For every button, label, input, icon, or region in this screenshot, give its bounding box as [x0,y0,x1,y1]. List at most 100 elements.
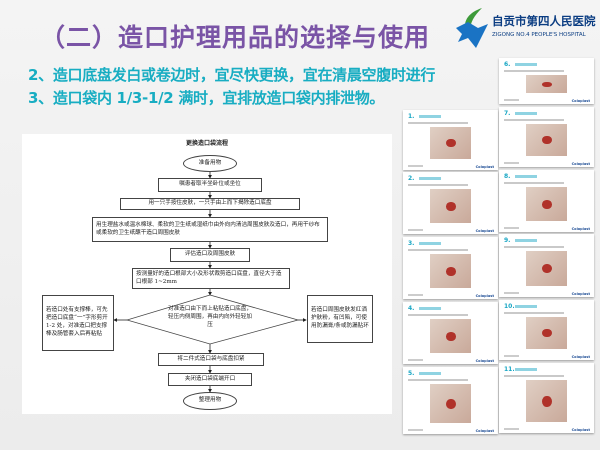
flow-start: 准备用物 [183,155,237,172]
step-card-heading [515,112,537,115]
step-card-text [504,182,564,184]
step-card-text [408,314,468,316]
step-card-text [504,312,564,314]
hospital-name-cn: 自贡市第四人民医院 [492,14,596,28]
step-card-number: 9. [504,237,511,244]
step-card-heading [515,63,537,66]
hospital-logo: 自贡市第四人民医院 ZIGONG NO.4 PEOPLE'S HOSPITAL [448,8,600,48]
flow-step-6: 将二件式造口袋与底盘扣紧 [158,353,264,366]
step-card: 8. Coloplast [499,170,594,232]
step-card-footer [504,227,519,229]
step-card-text [408,184,468,186]
step-card-brand: Coloplast [475,359,494,363]
step-card-brand: Coloplast [571,428,590,432]
step-card-footer [504,99,519,101]
step-card-number: 6. [504,61,511,68]
step-card-heading [515,368,537,371]
hospital-name-en: ZIGONG NO.4 PEOPLE'S HOSPITAL [492,32,586,38]
step-card-photo [525,380,568,422]
step-card-footer [504,292,519,294]
flow-right-note: 若造口周围皮肤发红洒护肤粉，有凹陷，可使用防漏膏/条或防漏贴环 [307,295,373,343]
step-card-number: 11. [504,366,515,373]
step-card: 2. Coloplast [403,172,498,234]
step-card-text [408,379,468,381]
step-card-footer [408,294,423,296]
step-card-heading [515,239,537,242]
step-card-brand: Coloplast [571,99,590,103]
step-card-brand: Coloplast [571,227,590,231]
step-card-heading [419,115,441,118]
step-card-photo [525,75,568,93]
step-card-photo [525,251,568,286]
step-card-photo [429,319,472,353]
text-line-3: 3、造口袋内 1/3-1/2 满时，宜排放造口袋内排泄物。 [28,89,385,107]
step-card: 4. Coloplast [403,302,498,364]
step-card-photo [525,317,568,349]
step-card-heading [419,177,441,180]
step-card-heading [419,242,441,245]
step-card-number: 2. [408,175,415,182]
step-card-number: 10. [504,303,515,310]
flow-end: 整理用物 [183,392,237,410]
step-card-footer [504,355,519,357]
step-card-photo [429,127,472,159]
step-card-text [504,70,564,72]
step-card-heading [419,307,441,310]
flow-step-5: 按测量好的造口根部大小及形状裁剪造口底盘，直径大于造口根部 1~2mm [132,268,290,289]
step-card-footer [408,429,423,431]
step-card-heading [515,305,537,308]
step-card-photo [525,124,568,156]
flow-step-2: 用一只手按住皮肤，一只手由上而下揭除造口底盘 [120,198,300,210]
step-card-brand: Coloplast [571,292,590,296]
step-card-heading [419,372,441,375]
step-card-footer [504,162,519,164]
step-card-brand: Coloplast [475,229,494,233]
step-card-brand: Coloplast [571,355,590,359]
hospital-emblem-icon [456,8,488,48]
step-card: 7. Coloplast [499,107,594,167]
step-card-brand: Coloplast [475,429,494,433]
step-card: 11. Coloplast [499,363,594,433]
step-card-photo [429,384,472,423]
step-card-footer [408,165,423,167]
flow-step-4: 评估造口及周围皮肤 [170,248,250,262]
step-card-number: 7. [504,110,511,117]
flow-step-3: 用生理盐水或温水棉球、柔软的卫生纸或湿纸巾由外向内清洁周围皮肤及造口，再用干纱布… [92,217,328,242]
step-card: 1. Coloplast [403,110,498,170]
flow-step-7: 夹闭造口袋底端开口 [168,373,252,386]
step-card-number: 3. [408,240,415,247]
flowchart-connectors [113,172,307,393]
text-line-2: 2、造口底盘发白或卷边时，宜尽快更换，宜在清晨空腹时进行 [28,66,436,84]
step-card-footer [504,428,519,430]
step-card-text [408,122,468,124]
step-card-heading [515,175,537,178]
step-card: 10. Coloplast [499,300,594,360]
flowchart-panel: 更换造口袋流程 准备用物 嘱患者取半坐卧位或坐位 用一只手按住皮肤，一只手由上而… [22,134,392,414]
flow-left-note: 若造口处有支撑棒，可先把造口底盘“一”字形剪开1-2 处，对准造口把支撑棒及肠管… [42,295,114,351]
flow-decision-text: 对准造口由下而上粘贴造口底盘，轻压内侧周围，再由内向外轻轻加压 [168,306,252,328]
step-card-text [504,375,564,377]
step-card-number: 1. [408,113,415,120]
step-card: 6. Coloplast [499,58,594,104]
step-card-number: 8. [504,173,511,180]
flow-step-1: 嘱患者取半坐卧位或坐位 [158,178,262,192]
step-card-photo [429,189,472,223]
step-card: 3. Coloplast [403,237,498,299]
step-card-brand: Coloplast [475,165,494,169]
step-card-text [408,249,468,251]
step-card-number: 4. [408,305,415,312]
step-card-brand: Coloplast [571,162,590,166]
slide-title: （二）造口护理用品的选择与使用 [40,23,431,52]
step-card-text [504,119,564,121]
step-card-photo [525,187,568,221]
step-card: 5. Coloplast [403,367,498,434]
decision-diamond [125,294,300,345]
step-card-footer [408,229,423,231]
step-card-text [504,246,564,248]
step-card-footer [408,359,423,361]
step-card-number: 5. [408,370,415,377]
step-card-brand: Coloplast [475,294,494,298]
step-card: 9. Coloplast [499,234,594,297]
step-card-photo [429,254,472,288]
flowchart-title: 更换造口袋流程 [185,140,228,147]
